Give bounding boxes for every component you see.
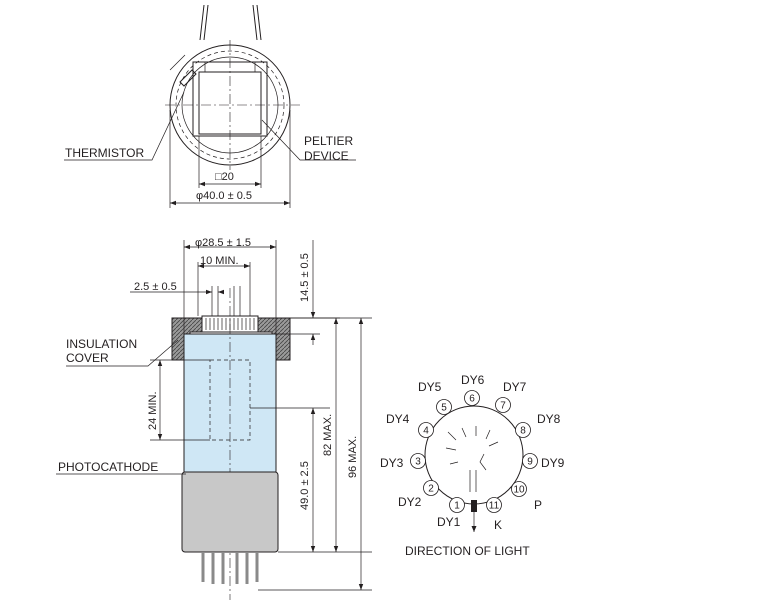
pin-number-1: 1 (454, 501, 460, 512)
window-diameter-dimension: φ28.5 ± 1.5 (195, 237, 251, 249)
pin-label-dy3: DY3 (380, 456, 404, 470)
pin-label-dy5: DY5 (418, 380, 442, 394)
side-view (56, 240, 372, 600)
pin-number-9: 9 (527, 457, 533, 468)
pin-label-dy4: DY4 (386, 412, 410, 426)
pin-circle-10 (511, 481, 527, 497)
square-dimension: □20 (215, 171, 234, 183)
pin-label-dy2: DY2 (398, 495, 422, 509)
pin-circle-6 (464, 390, 480, 406)
max96-dimension: 96 MAX. (347, 436, 359, 478)
light-direction-label: DIRECTION OF LIGHT (405, 544, 530, 558)
photocathode-label: PHOTOCATHODE (58, 460, 158, 474)
pin-label-dy6: DY6 (461, 373, 485, 387)
pin-number-11: 11 (489, 501, 500, 512)
top-height-dimension: 14.5 ± 0.5 (299, 253, 311, 302)
pin-label-dy9: DY9 (541, 456, 565, 470)
peltier-label-line2: DEVICE (304, 149, 349, 163)
pin-number-2: 2 (428, 484, 434, 495)
insulation-label-line1: INSULATION (66, 337, 137, 351)
lower-length-dimension: 49.0 ± 2.5 (299, 461, 311, 510)
pin-number-5: 5 (441, 403, 447, 414)
pin-label-p: P (534, 498, 542, 512)
gap-dimension: 2.5 ± 0.5 (134, 281, 177, 293)
pin-number-6: 6 (469, 394, 475, 405)
cathode-length-dimension: 24 MIN. (147, 391, 159, 430)
pin-circle-9 (522, 453, 538, 469)
base-connection-diagram: 1 2 3 4 5 6 7 8 9 10 11 (410, 390, 538, 532)
pin-number-7: 7 (500, 401, 506, 412)
pin-circle-5 (436, 399, 452, 415)
pin-circle-3 (410, 453, 426, 469)
max82-dimension: 82 MAX. (322, 414, 334, 456)
peltier-label-line1: PELTIER (304, 134, 353, 148)
pin-number-8: 8 (520, 426, 526, 437)
outer-diameter-dimension: φ40.0 ± 0.5 (196, 190, 252, 202)
pin-label-dy8: DY8 (537, 412, 561, 426)
pin-circle-8 (515, 422, 531, 438)
pin-circle-11 (486, 497, 502, 513)
pin-circle-2 (423, 480, 439, 496)
min-width-dimension: 10 MIN. (200, 255, 239, 267)
pin-number-10: 10 (513, 485, 525, 496)
top-view (64, 4, 356, 208)
pin-circle-4 (418, 422, 434, 438)
base-outline-circle (424, 405, 524, 505)
thermistor-label: THERMISTOR (65, 146, 144, 160)
pin-circle-1 (449, 497, 465, 513)
pin-label-k: K (494, 518, 502, 532)
pin-label-dy7: DY7 (503, 380, 527, 394)
insulation-label-line2: COVER (66, 351, 109, 365)
pin-circle-7 (495, 397, 511, 413)
pin-label-dy1: DY1 (437, 515, 461, 529)
pin-number-3: 3 (415, 457, 421, 468)
metal-base (181, 471, 279, 553)
pin-number-4: 4 (423, 426, 429, 437)
